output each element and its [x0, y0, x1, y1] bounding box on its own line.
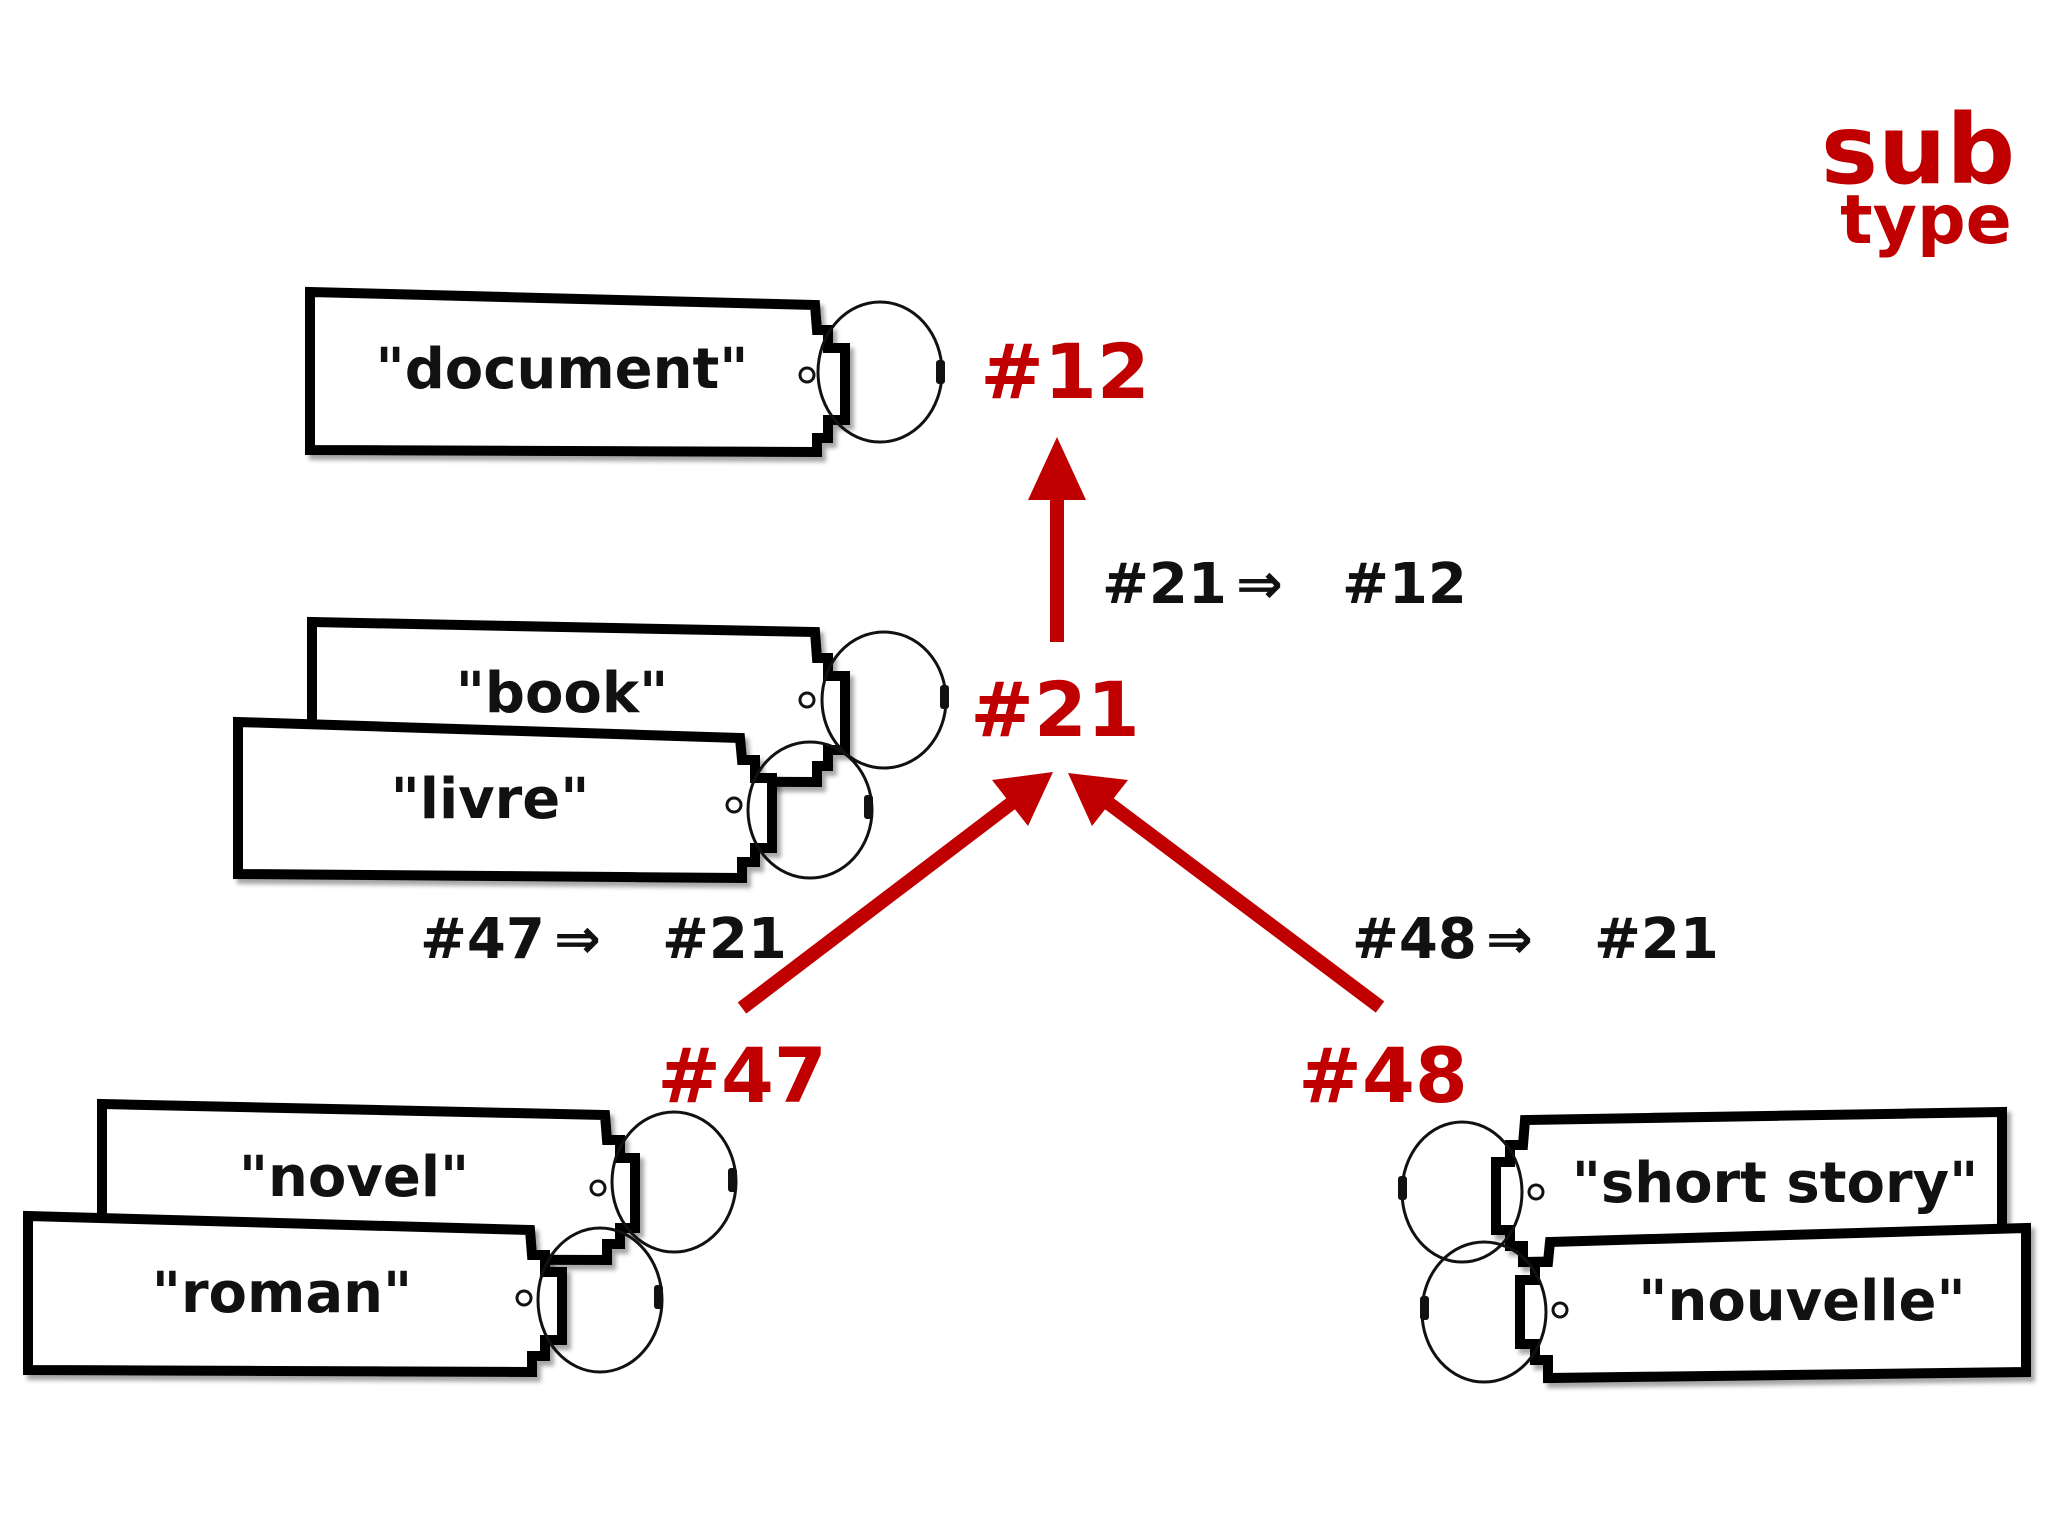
tag-label-document: "document" — [376, 337, 749, 402]
corner-label-sub: sub — [1821, 94, 2015, 206]
arrow-48-to-21 — [1068, 773, 1385, 1013]
tag-livre: "livre" — [233, 716, 874, 884]
tag-nouvelle: "nouvelle" — [1420, 1222, 2031, 1384]
tag-hole-icon — [798, 366, 816, 384]
implies-arrow-icon: ⇒ — [1486, 907, 1533, 972]
node-id-21: #21 — [970, 665, 1139, 754]
tag-document: "document" — [305, 286, 945, 458]
tag-label-book: "book" — [456, 661, 669, 726]
tag-roman: "roman" — [23, 1210, 664, 1378]
tag-label-short-story: "short story" — [1572, 1151, 1979, 1216]
arrow-47-to-21 — [737, 772, 1053, 1014]
relation-from: #48 — [1352, 907, 1477, 972]
node-id-48: #48 — [1298, 1031, 1467, 1120]
tag-label-roman: "roman" — [152, 1261, 412, 1326]
relation-to: #21 — [1594, 907, 1719, 972]
implies-arrow-icon: ⇒ — [554, 907, 601, 972]
relation-48-21: #48 ⇒ #21 — [1352, 907, 1719, 972]
tag-label-livre: "livre" — [391, 767, 590, 832]
relation-21-12: #21 ⇒ #12 — [1102, 552, 1467, 617]
relation-from: #47 — [420, 907, 545, 972]
relation-from: #21 — [1102, 552, 1227, 617]
relation-to: #21 — [662, 907, 787, 972]
implies-arrow-icon: ⇒ — [1236, 552, 1283, 617]
relation-47-21: #47 ⇒ #21 — [420, 907, 787, 972]
node-id-12: #12 — [980, 327, 1149, 416]
tag-short-story: "short story" — [1398, 1106, 2007, 1268]
arrow-21-to-12 — [1028, 437, 1086, 642]
tag-label-novel: "novel" — [239, 1145, 469, 1210]
node-id-47: #47 — [657, 1031, 826, 1120]
relation-to: #12 — [1342, 552, 1467, 617]
tag-label-nouvelle: "nouvelle" — [1638, 1269, 1965, 1334]
corner-label-type: type — [1840, 181, 2012, 260]
